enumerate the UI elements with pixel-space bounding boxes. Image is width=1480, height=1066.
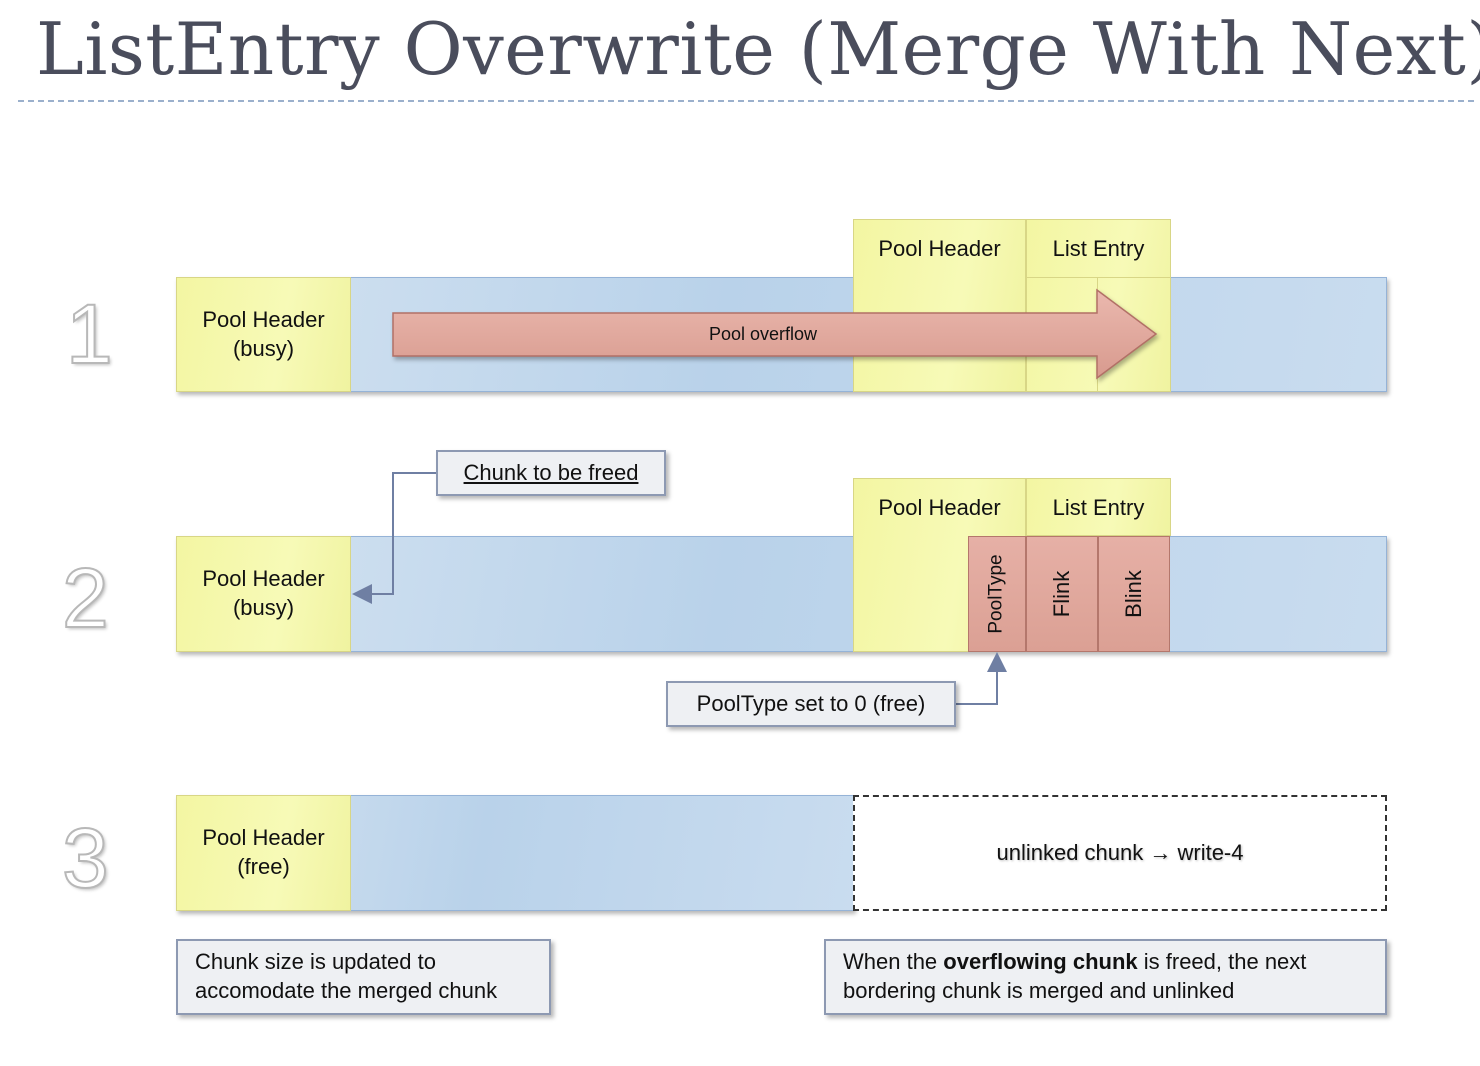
- pooltype-field: PoolType: [968, 536, 1026, 652]
- step-number-2: 2: [61, 551, 110, 645]
- note-right-text-post: is freed, the next: [1137, 949, 1307, 975]
- unlinked-chunk-label: unlinked chunk → write-4: [996, 840, 1244, 865]
- list-entry-top-edge: [1026, 277, 1171, 278]
- blink-field: Blink: [1098, 536, 1170, 652]
- note-left-line2: accomodate the merged chunk: [195, 978, 498, 1003]
- list-entry-step2: List Entry: [1026, 478, 1171, 536]
- flink-field: Flink: [1026, 536, 1098, 652]
- callout-pooltype-set: PoolType set to 0 (free): [666, 681, 956, 727]
- pool-header-label: Pool Header: [202, 306, 325, 332]
- pool-header-label: Pool Header: [202, 825, 325, 851]
- note-right-line1: When the overflowing chunk is freed, the…: [843, 948, 1306, 977]
- next-pool-header-label: Pool Header: [878, 495, 1001, 520]
- note-right-text-pre: When the: [843, 949, 944, 975]
- callout-pooltype-set-text: PoolType set to 0 (free): [696, 691, 926, 716]
- pool-header-state: (busy): [232, 595, 295, 620]
- list-entry-label: List Entry: [1052, 495, 1145, 520]
- note-chunk-size-updated: Chunk size is updated to accomodate the …: [176, 939, 551, 1015]
- pool-overflow-label: Pool overflow: [708, 324, 818, 344]
- step-number-3: 3: [61, 811, 110, 905]
- note-left-line1: Chunk size is updated to: [195, 949, 436, 975]
- pool-header-state: (free): [237, 854, 290, 879]
- note-right-line2: bordering chunk is merged and unlinked: [843, 978, 1235, 1003]
- callout-chunk-to-be-freed-text: Chunk to be freed: [463, 460, 639, 485]
- callout-chunk-to-be-freed: Chunk to be freed: [436, 450, 666, 496]
- pool-header-state: (busy): [232, 335, 295, 361]
- title-divider: [18, 100, 1474, 102]
- pool-header-busy-step2: Pool Header (busy): [176, 536, 351, 652]
- pool-header-free-step3: Pool Header (free): [176, 795, 351, 911]
- unlinked-chunk-box: unlinked chunk → write-4: [853, 795, 1387, 911]
- next-pool-header-label: Pool Header: [878, 236, 1001, 261]
- note-right-text-bold: overflowing chunk: [943, 949, 1138, 975]
- step-number-1: 1: [65, 287, 114, 381]
- pool-header-label: Pool Header: [202, 566, 325, 592]
- next-pool-header-step1: Pool Header: [853, 219, 1026, 392]
- slide-title: ListEntry Overwrite (Merge With Next): [36, 7, 1480, 91]
- list-entry-label: List Entry: [1052, 236, 1145, 261]
- pool-header-busy-step1: Pool Header (busy): [176, 277, 351, 392]
- note-overflowing-chunk-freed: When the overflowing chunk is freed, the…: [824, 939, 1387, 1015]
